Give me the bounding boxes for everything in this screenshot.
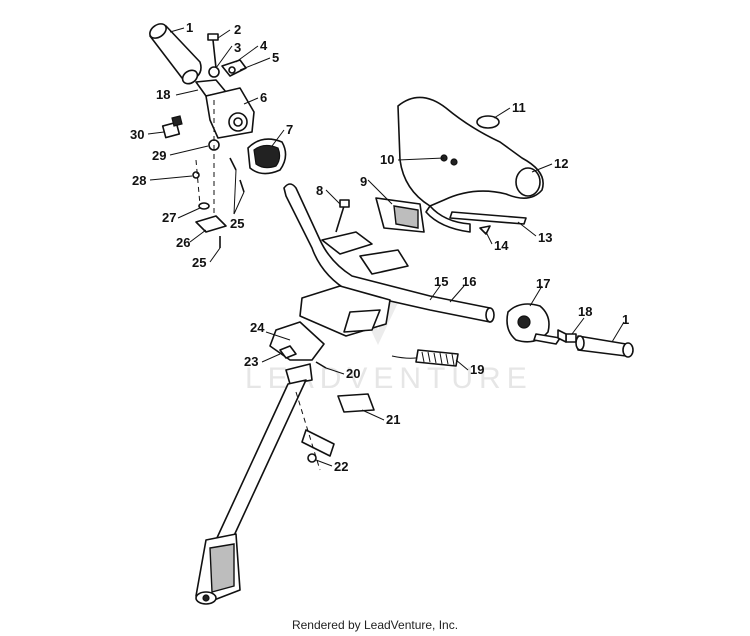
callout-1: 1	[622, 312, 629, 327]
callout-3: 3	[234, 40, 241, 55]
upper-clamp[interactable]	[359, 249, 409, 275]
kill-switch[interactable]	[161, 115, 183, 139]
lower-clamp[interactable]	[337, 393, 375, 413]
callout-4: 4	[260, 38, 268, 53]
upper-clamp[interactable]	[321, 231, 373, 255]
callout-22: 22	[334, 459, 348, 474]
rivet[interactable]	[228, 66, 236, 74]
callout-7: 7	[286, 122, 293, 137]
callout-21: 21	[386, 412, 400, 427]
clamp-bolt[interactable]	[335, 199, 350, 233]
clamp-plate[interactable]	[195, 215, 227, 233]
callout-26: 26	[176, 235, 190, 250]
callout-16: 16	[462, 274, 476, 289]
callout-29: 29	[152, 148, 166, 163]
callout-24: 24	[250, 320, 265, 335]
throttle-housing[interactable]	[506, 303, 561, 345]
callout-30: 30	[130, 127, 144, 142]
grip-right[interactable]	[575, 335, 634, 358]
switch-housing[interactable]	[205, 87, 255, 139]
housing-cover[interactable]	[247, 138, 287, 175]
clamp-cover[interactable]	[375, 197, 425, 233]
nut[interactable]	[307, 453, 317, 463]
callout-23: 23	[244, 354, 258, 369]
small-nut[interactable]	[192, 171, 200, 179]
throttle-cable[interactable]	[391, 349, 459, 367]
callout-6: 6	[260, 90, 267, 105]
callout-10: 10	[380, 152, 394, 167]
decal	[476, 115, 500, 129]
seat-cover[interactable]	[397, 96, 544, 233]
callout-18: 18	[578, 304, 592, 319]
callout-labels: 1 2 3 4 5 18 6 7 30 29 28 27 25 26 25 8 …	[130, 20, 629, 474]
footer-credit: Rendered by LeadVenture, Inc.	[291, 618, 459, 632]
callout-11: 11	[512, 100, 526, 115]
callout-5: 5	[272, 50, 279, 65]
screw[interactable]	[207, 33, 219, 69]
callout-8: 8	[316, 183, 323, 198]
screw-small[interactable]	[479, 225, 491, 235]
callout-13: 13	[538, 230, 552, 245]
screw-short[interactable]	[229, 157, 237, 171]
washer[interactable]	[208, 66, 220, 78]
grip-left[interactable]	[147, 21, 202, 87]
column-sleeve[interactable]	[301, 429, 335, 457]
column-bolt[interactable]	[315, 361, 327, 369]
callout-17: 17	[536, 276, 550, 291]
callout-9: 9	[360, 174, 367, 189]
handlebar-holder[interactable]	[299, 285, 391, 337]
leader-lines	[147, 27, 625, 467]
callout-20: 20	[346, 366, 360, 381]
callout-28: 28	[132, 173, 146, 188]
column-nut[interactable]	[279, 345, 297, 359]
callout-2: 2	[234, 22, 241, 37]
callout-1: 1	[186, 20, 193, 35]
washer[interactable]	[198, 202, 210, 210]
screw-hole	[450, 158, 458, 166]
callout-19: 19	[470, 362, 484, 377]
callout-14: 14	[494, 238, 509, 253]
callout-18: 18	[156, 87, 170, 102]
handlebar[interactable]	[283, 183, 495, 323]
callout-25: 25	[192, 255, 206, 270]
screw-short[interactable]	[239, 179, 245, 193]
callout-27: 27	[162, 210, 176, 225]
ferrule[interactable]	[557, 329, 577, 343]
callout-15: 15	[434, 274, 448, 289]
trim-strip[interactable]	[449, 211, 527, 225]
callout-25: 25	[230, 216, 244, 231]
callout-12: 12	[554, 156, 568, 171]
